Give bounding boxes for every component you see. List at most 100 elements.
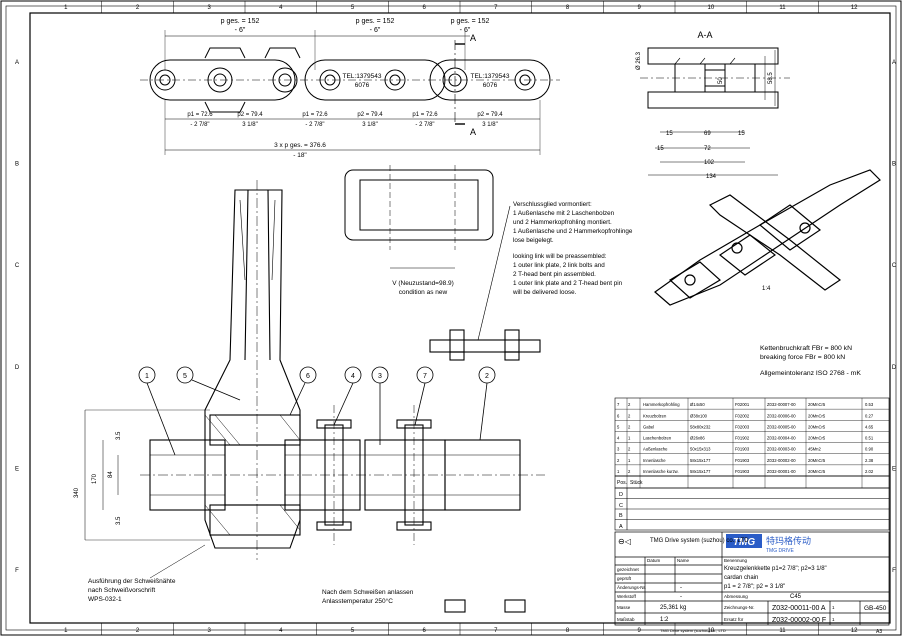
dim-p1-b-inch: - 2 7/8" (305, 122, 324, 128)
dim-p1-b: p1 = 72.6 (302, 112, 328, 118)
section-mark-top: A (470, 33, 476, 43)
tb-name-label: Name (677, 558, 690, 563)
balloon-label: 7 (423, 373, 427, 380)
bom-cell: 2 (628, 469, 631, 474)
bom-cell: 0.90 (865, 447, 874, 452)
bom-cell: 45Mn2 (808, 447, 821, 452)
frame-column-label: 4 (279, 628, 283, 634)
frame-column-label: 2 (136, 628, 140, 634)
frame-column-label: 3 (207, 628, 211, 634)
dim-170: 170 (92, 473, 98, 484)
isometric-chain-view (654, 169, 881, 306)
rev-row-label: A (619, 524, 623, 530)
frame-column-label: 3 (207, 5, 211, 11)
bom-cell: Laschenbolzen (643, 436, 672, 441)
locking-link-view (344, 165, 494, 269)
dim-p1-a: p1 = 72.6 (187, 112, 213, 118)
bom-cell: Innenlasche (643, 458, 666, 463)
dim-15-a: 15 (666, 131, 673, 137)
bom-cell: 2 (628, 413, 631, 418)
frame-row-label: E (892, 467, 896, 473)
tmg-logo (726, 534, 762, 548)
bom-cell: 2 (628, 447, 631, 452)
bom-cell: Hammerkopfrohling (643, 402, 680, 407)
stamp-num-2: 6076 (483, 82, 498, 89)
note-de-line: 1 Außenlasche mit 2 Laschenbolzen (513, 210, 615, 217)
dim-58-5: 58.5 (768, 72, 774, 84)
bom-cell: 1 (628, 458, 631, 463)
dim-dia-26: Ø 26.3 (636, 51, 642, 70)
bom-cell: 1 (628, 436, 631, 441)
frame-column-label: 10 (707, 628, 714, 634)
title-dash-1: - (680, 585, 682, 591)
projection-symbol: ⊖◁ (618, 537, 632, 546)
chain-top-view (140, 30, 560, 155)
bom-cell: 6 (617, 413, 620, 418)
dim-p2-c-inch: 3 1/8" (482, 122, 497, 128)
bom-cell: F02003 (735, 424, 750, 429)
balloon-label: 1 (145, 373, 149, 380)
weld-note-line: WPS-032-1 (88, 596, 122, 603)
tb-replaces-label: Ersatz für (724, 617, 744, 622)
title-block (614, 531, 890, 626)
breaking-force-de: Kettenbruchkraft FBr = 800 kN (760, 345, 852, 352)
bom-cell: Z032-00002-00 (767, 458, 796, 463)
sheet-format: GB-450 (864, 605, 887, 612)
dim-134: 134 (706, 174, 717, 180)
weld-note-line: nach Schweißvorschrift (88, 587, 155, 594)
frame-column-label: 1 (64, 628, 68, 634)
frame-row-label: D (892, 365, 897, 371)
note-de-line: Verschlussglied vormontiert: (513, 201, 592, 208)
drawing-number: Z032-00011-00 A (772, 605, 826, 612)
bom-cell: 3 (617, 447, 620, 452)
bom-cell: 2.02 (865, 469, 874, 474)
tb-material-label: Werkstoff (617, 594, 637, 599)
balloon-label: 6 (306, 373, 310, 380)
company-name-line: TMG Drive system (suzhou) co., LTD (650, 538, 749, 544)
assembly-notes: Verschlussglied vormontiert: 1 Außenlasc… (512, 201, 633, 296)
dim-102: 102 (704, 160, 715, 166)
tb-sheet-of: 1 (832, 617, 835, 622)
footer-company: TMG Drive system (suzhou) co., LTD (660, 628, 726, 633)
frame-column-label: 4 (279, 5, 283, 11)
frame-column-label: 11 (779, 628, 786, 634)
frame-column-label: 12 (851, 628, 858, 634)
dim-84: 84 (108, 471, 114, 478)
bom-cell: 2 (617, 458, 620, 463)
bom-cell: Innenlasche kurzw. (643, 469, 679, 474)
bom-cell: Z032-00007-00 (767, 402, 796, 407)
tb-mass-label: Masse (617, 605, 631, 610)
revision-table (614, 487, 890, 531)
dim-p2-a-inch: 3 1/8" (242, 122, 257, 128)
frame-row-label: F (15, 568, 19, 574)
title-material-value: C45 (790, 594, 802, 600)
dim-3-5-bottom: 3.5 (116, 516, 122, 525)
bom-cell: 20MnCr5 (808, 458, 826, 463)
section-aa-view (640, 47, 790, 176)
dim-p2-c: p2 = 79.4 (477, 112, 503, 118)
frame-row-label: A (15, 60, 19, 66)
frame-row-label: C (15, 263, 20, 269)
bom-cell: F02002 (735, 413, 750, 418)
dim-p1-a-inch: - 2 7/8" (190, 122, 209, 128)
bom-cell: 2 (628, 424, 631, 429)
balloon-label: 4 (351, 373, 355, 380)
bom-cell: 2 (628, 402, 631, 407)
note-de-line: 1 Außenlasche und 2 Hammerkopfrohlinge (513, 228, 633, 235)
frame-column-label: 6 (422, 628, 426, 634)
frame-column-label: 8 (566, 5, 570, 11)
dim-15-c: 15 (657, 146, 664, 152)
bom-pos-label: Pos. (617, 480, 627, 486)
bom-cell: Z032-00001-00 (767, 469, 796, 474)
dim-69: 69 (704, 131, 711, 137)
stamp-tel-1: TEL:1379543 (342, 73, 381, 80)
general-tolerance: Allgemeintoleranz ISO 2768 - mK (760, 370, 861, 377)
bom-cell: 58x15x177 (690, 469, 711, 474)
frame-column-label: 1 (64, 5, 68, 11)
bom-cell: 50x15x313 (690, 447, 711, 452)
bom-cell: F01902 (735, 436, 750, 441)
tb-drawing-no-label: Zeichnungs-Nr. (724, 605, 755, 610)
